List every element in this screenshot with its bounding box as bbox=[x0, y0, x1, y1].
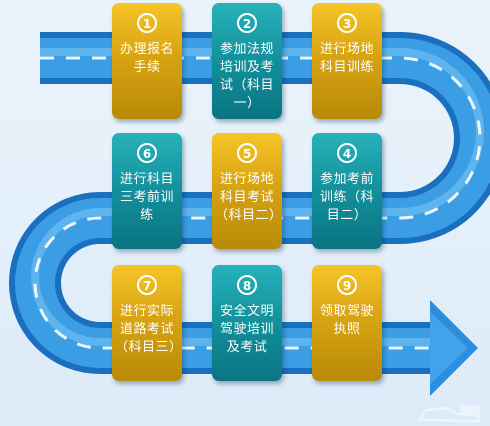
step-card-1: 1 办理报名手续 bbox=[112, 3, 182, 119]
car-logo-watermark bbox=[418, 405, 482, 423]
step-number-badge: 4 bbox=[337, 143, 357, 163]
step-card-6: 6 进行科目三考前训练 bbox=[112, 133, 182, 249]
step-label: 参加考前训练（科目二） bbox=[319, 172, 374, 223]
step-number-badge: 2 bbox=[237, 13, 257, 33]
step-card-5: 5 进行场地科目考试（科目二） bbox=[212, 133, 282, 249]
step-card-4: 4 参加考前训练（科目二） bbox=[312, 133, 382, 249]
step-card-9: 9 领取驾驶执照 bbox=[312, 265, 382, 381]
step-label: 进行科目三考前训练 bbox=[119, 172, 174, 223]
step-label: 办理报名手续 bbox=[119, 42, 174, 75]
step-card-7: 7 进行实际道路考试（科目三） bbox=[112, 265, 182, 381]
step-label: 进行实际道路考试（科目三） bbox=[115, 304, 183, 355]
step-card-8: 8 安全文明驾驶培训及考试 bbox=[212, 265, 282, 381]
step-number-badge: 9 bbox=[337, 275, 357, 295]
lane-markings bbox=[33, 56, 482, 350]
step-number-badge: 8 bbox=[237, 275, 257, 295]
step-number-badge: 1 bbox=[137, 13, 157, 33]
step-number-badge: 3 bbox=[337, 13, 357, 33]
step-label: 进行场地科目考试（科目二） bbox=[215, 172, 283, 223]
step-number-badge: 5 bbox=[237, 143, 257, 163]
step-label: 参加法规培训及考试（科目一） bbox=[219, 42, 274, 111]
step-number-badge: 6 bbox=[137, 143, 157, 163]
step-label: 进行场地科目训练 bbox=[319, 42, 374, 75]
step-card-3: 3 进行场地科目训练 bbox=[312, 3, 382, 119]
step-card-2: 2 参加法规培训及考试（科目一） bbox=[212, 3, 282, 119]
step-number-badge: 7 bbox=[137, 275, 157, 295]
step-label: 领取驾驶执照 bbox=[319, 304, 374, 337]
step-label: 安全文明驾驶培训及考试 bbox=[219, 304, 274, 355]
